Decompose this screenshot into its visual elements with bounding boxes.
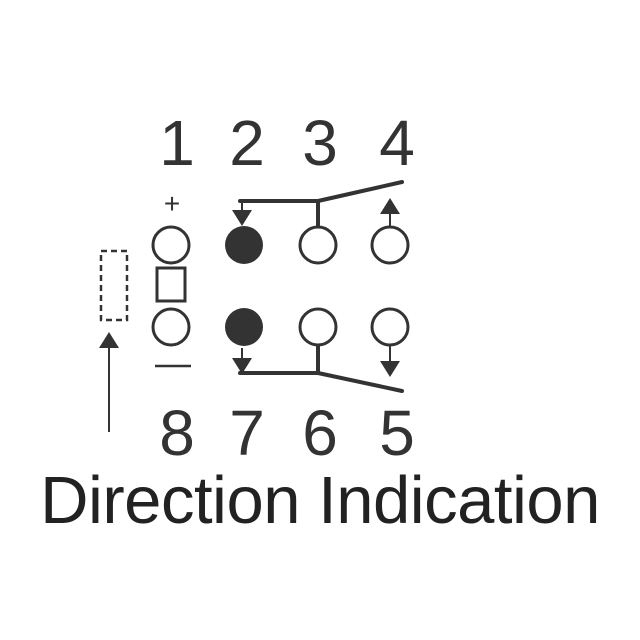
pin-8-circle [151,307,191,347]
pin-label-2: 2 [229,107,265,179]
coil-rectangle [155,266,187,303]
top-contact-switch [238,180,404,229]
bottom-contact-switch [238,344,404,393]
pin-5-circle [370,307,410,347]
pin-1-circle [151,225,191,265]
pin-label-8: 8 [159,397,195,469]
pin-4-circle [370,225,410,265]
direction-indicator-dashed-box [99,249,129,322]
pin-7-circle-filled [225,308,263,346]
diagram-caption: Direction Indication [40,463,600,538]
pin-label-5: 5 [379,397,415,469]
pin-2-circle-filled [225,226,263,264]
plus-sign: + [164,188,180,219]
pin-label-7: 7 [229,397,265,469]
pin-3-circle [298,225,338,265]
pin-label-1: 1 [159,107,195,179]
pin-label-3: 3 [302,107,338,179]
pin-label-4: 4 [379,107,415,179]
pin-6-circle [298,307,338,347]
pin-label-6: 6 [302,397,338,469]
